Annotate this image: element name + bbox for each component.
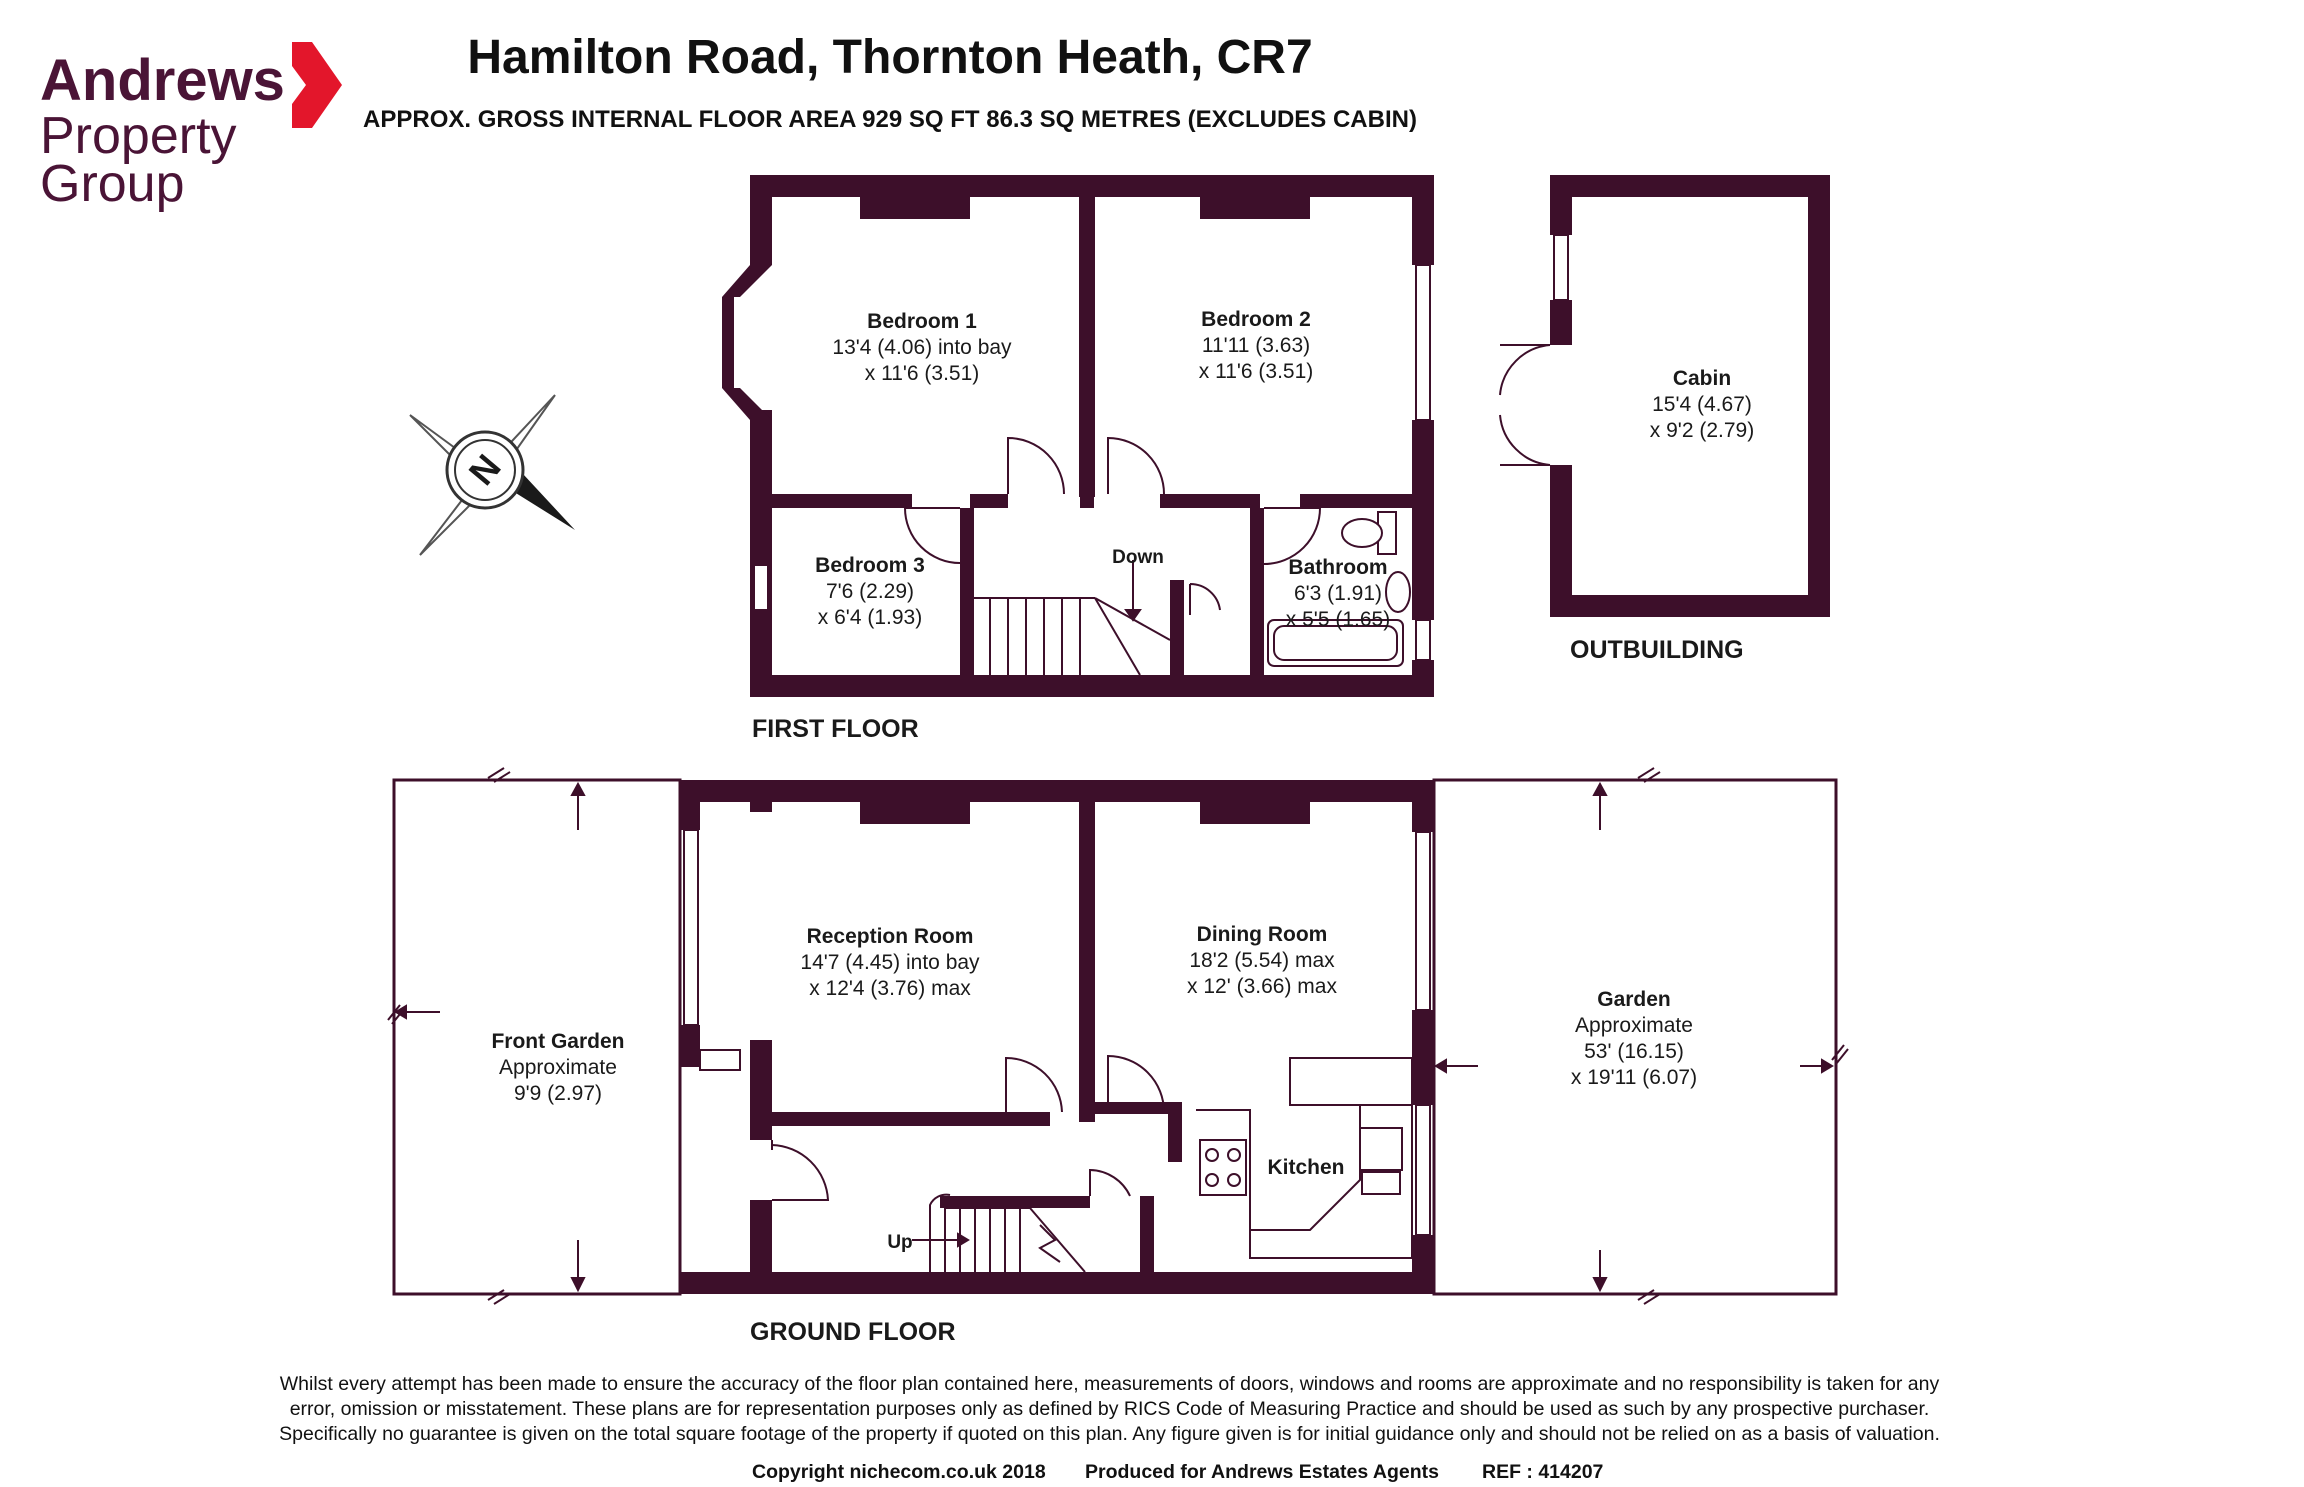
ground-floor-doors — [771, 1054, 1165, 1201]
footer-copyright: Copyright nichecom.co.uk 2018 — [752, 1461, 1046, 1483]
compass-icon: N — [409, 394, 575, 556]
room-dim-bedroom1-a: 13'4 (4.06) into bay — [832, 336, 1012, 359]
dimension-arrows — [394, 781, 1834, 1293]
disclaimer-line-3: Specifically no guarantee is given on th… — [279, 1423, 1940, 1445]
room-dim-dining-a: 18'2 (5.54) max — [1189, 949, 1335, 972]
room-dim-reception-b: x 12'4 (3.76) max — [809, 977, 971, 1000]
room-dim-garden-c: x 19'11 (6.07) — [1571, 1066, 1697, 1089]
footer-produced: Produced for Andrews Estates Agents — [1085, 1461, 1439, 1483]
room-dim-garden-a: Approximate — [1575, 1014, 1693, 1037]
room-dim-bathroom-b: x 5'5 (1.65) — [1286, 608, 1390, 631]
floor-label-ground: GROUND FLOOR — [750, 1318, 956, 1346]
logo-chevron-icon — [292, 42, 342, 128]
first-floor-stairs — [974, 560, 1171, 676]
room-dim-bedroom2-a: 11'11 (3.63) — [1202, 334, 1310, 357]
room-labels: Bedroom 1 13'4 (4.06) into bay x 11'6 (3… — [491, 308, 1754, 1253]
bathroom-fixtures — [1267, 511, 1411, 667]
floor-area-subtitle: APPROX. GROSS INTERNAL FLOOR AREA 929 SQ… — [363, 106, 1417, 133]
room-dim-bedroom2-b: x 11'6 (3.51) — [1199, 360, 1314, 383]
room-name-bathroom: Bathroom — [1288, 556, 1387, 579]
stairs-up-label: Up — [887, 1232, 912, 1253]
room-dim-garden-b: 53' (16.15) — [1584, 1040, 1684, 1063]
ground-floor-windows — [683, 829, 1431, 1236]
logo-text-andrews: Andrews — [40, 48, 285, 113]
first-floor-windows — [727, 234, 1569, 661]
first-floor-walls — [722, 175, 1830, 697]
floor-label-outbuilding: OUTBUILDING — [1570, 636, 1744, 664]
logo-text-property: Property — [40, 107, 237, 165]
floor-labels: FIRST FLOOR GROUND FLOOR OUTBUILDING — [750, 636, 1744, 1346]
floor-label-first: FIRST FLOOR — [752, 715, 919, 743]
room-dim-bedroom3-a: 7'6 (2.29) — [826, 580, 914, 603]
room-name-front-garden: Front Garden — [491, 1030, 624, 1053]
room-dim-reception-a: 14'7 (4.45) into bay — [800, 951, 980, 974]
page-title: Hamilton Road, Thornton Heath, CR7 — [467, 31, 1313, 84]
room-name-dining: Dining Room — [1197, 923, 1328, 946]
disclaimer-line-2: error, omission or misstatement. These p… — [289, 1398, 1930, 1420]
room-dim-bedroom3-b: x 6'4 (1.93) — [818, 606, 922, 629]
room-dim-cabin-a: 15'4 (4.67) — [1652, 393, 1752, 416]
logo-text-group: Group — [40, 155, 185, 213]
room-name-reception: Reception Room — [807, 925, 974, 948]
room-name-garden: Garden — [1597, 988, 1671, 1011]
room-dim-cabin-b: x 9'2 (2.79) — [1650, 419, 1754, 442]
first-floor-doors — [903, 344, 1551, 615]
ground-floor-stairs — [912, 1193, 1086, 1273]
room-name-bedroom1: Bedroom 1 — [867, 310, 977, 333]
room-dim-front-garden-b: 9'9 (2.97) — [514, 1082, 602, 1105]
garden-boundaries — [392, 778, 1838, 1296]
room-dim-dining-b: x 12' (3.66) max — [1187, 975, 1337, 998]
room-name-cabin: Cabin — [1673, 367, 1731, 390]
kitchen-units — [1196, 1057, 1413, 1259]
room-dim-front-garden-a: Approximate — [499, 1056, 617, 1079]
room-dim-bathroom-a: 6'3 (1.91) — [1294, 582, 1382, 605]
room-dim-bedroom1-b: x 11'6 (3.51) — [865, 362, 980, 385]
disclaimer: Whilst every attempt has been made to en… — [0, 1372, 2304, 1447]
break-marks — [387, 767, 1849, 1305]
ground-floor-walls — [680, 780, 1434, 1294]
room-name-kitchen: Kitchen — [1267, 1156, 1344, 1179]
stairs-down-label: Down — [1112, 547, 1164, 568]
footer-ref: REF : 414207 — [1482, 1461, 1604, 1483]
disclaimer-line-1: Whilst every attempt has been made to en… — [279, 1373, 1940, 1395]
room-name-bedroom2: Bedroom 2 — [1201, 308, 1311, 331]
room-name-bedroom3: Bedroom 3 — [815, 554, 925, 577]
